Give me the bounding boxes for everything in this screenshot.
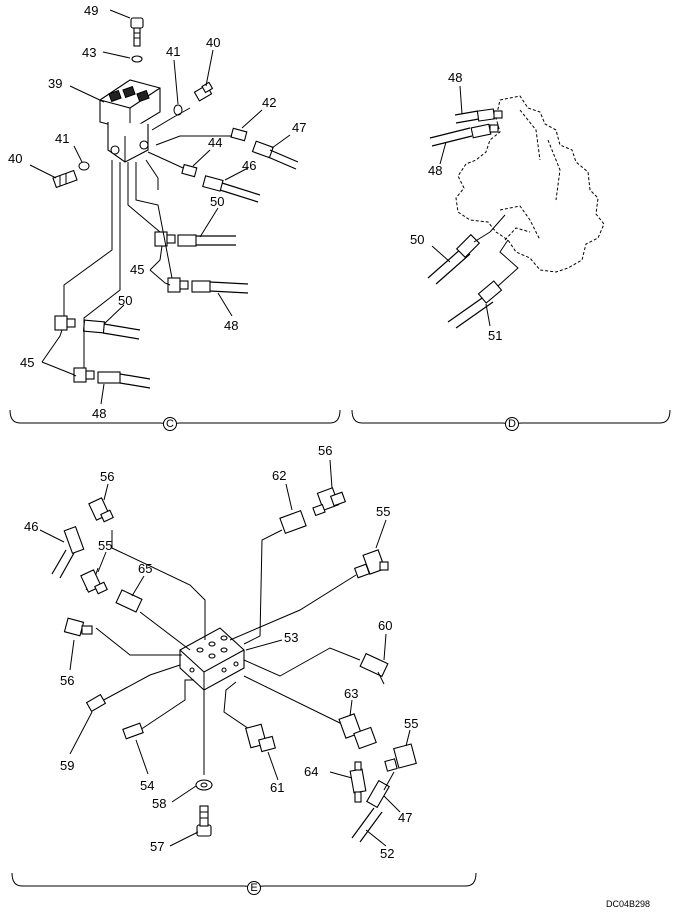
valve-block-39: [99, 79, 161, 163]
callout-50-c-upper: 50: [210, 194, 224, 209]
tee-45-upper: [154, 231, 176, 247]
fitting-64: [349, 761, 367, 803]
hose-48-middle: [191, 280, 249, 294]
hose-50-d: [427, 214, 506, 285]
washer-43: [131, 55, 143, 63]
fitting-59: [85, 693, 107, 713]
pump-outline-dashed: [455, 95, 605, 273]
callout-61: 61: [270, 780, 284, 795]
fitting-42: [230, 127, 248, 142]
hose-51-d: [447, 239, 519, 329]
hose-50-upper: [177, 234, 236, 247]
callout-55-e-left: 55: [98, 538, 112, 553]
hose-48-lower: [97, 371, 151, 389]
callout-45-c-lower: 45: [20, 355, 34, 370]
callout-56-e-top-right: 56: [318, 443, 332, 458]
callout-39: 39: [48, 76, 62, 91]
callout-54: 54: [140, 778, 154, 793]
manifold-block-53: [179, 627, 245, 691]
callout-48-c-middle: 48: [224, 318, 238, 333]
callout-50-c-lower: 50: [118, 293, 132, 308]
callout-40-top: 40: [206, 35, 220, 50]
tee-45-lower-b: [73, 367, 95, 383]
section-d-assembly: 48 48 50 51: [410, 70, 605, 343]
pipe-routing-c: [63, 107, 232, 368]
callout-49: 49: [84, 3, 98, 18]
callout-46-e: 46: [24, 519, 38, 534]
drawing-code: DC04B298: [606, 899, 650, 909]
callout-62: 62: [272, 468, 286, 483]
hose-50-lower: [82, 319, 141, 340]
washer-58: [195, 779, 213, 791]
pipe-routing-e: [85, 529, 361, 775]
leader-lines-c: [29, 9, 291, 405]
callout-55-e-lower-right: 55: [404, 716, 418, 731]
section-e-assembly: 56 62 56 46 55 55 65 53 60 56 63 55 59 5…: [24, 443, 418, 861]
callout-52: 52: [380, 846, 394, 861]
leader-lines-e: [39, 459, 411, 847]
callout-48-d-upper: 48: [448, 70, 462, 85]
callout-59: 59: [60, 758, 74, 773]
o-ring-41-left: [78, 161, 90, 171]
section-c-assembly: 49 43 41 40 39 42 47 41 40 44 46 50 45 4…: [8, 3, 306, 421]
callout-53: 53: [284, 630, 298, 645]
elbow-56-top-right: [312, 487, 347, 517]
callout-41-left: 41: [55, 131, 69, 146]
section-d-brace: D: [351, 409, 671, 431]
elbow-55-lower-right: [384, 743, 417, 772]
callout-47-c: 47: [292, 120, 306, 135]
fitting-60: [359, 652, 389, 685]
callout-43: 43: [82, 45, 96, 60]
hose-46: [202, 175, 261, 203]
hose-47: [251, 140, 299, 170]
callout-42: 42: [262, 95, 276, 110]
callout-47-e: 47: [398, 810, 412, 825]
tee-45-middle: [167, 277, 189, 293]
callout-60: 60: [378, 618, 392, 633]
callout-55-e-right: 55: [376, 504, 390, 519]
bolt-57: [196, 805, 212, 837]
fitting-40-top: [193, 81, 214, 102]
callout-44: 44: [208, 135, 222, 150]
fitting-54: [122, 722, 144, 740]
callout-56-e-top-left: 56: [100, 469, 114, 484]
section-d-label: D: [508, 418, 516, 430]
elbow-61: [245, 723, 276, 753]
callout-45-c-upper: 45: [130, 262, 144, 277]
hose-46-e: [51, 525, 85, 579]
fitting-65: [115, 589, 143, 613]
callout-51-d: 51: [488, 328, 502, 343]
callout-41-top: 41: [166, 44, 180, 59]
callout-58: 58: [152, 796, 166, 811]
callout-48-d-lower: 48: [428, 163, 442, 178]
hose-48-d-upper: [454, 108, 503, 124]
hose-48-d-lower: [429, 123, 499, 147]
fitting-44: [181, 163, 198, 178]
elbow-55-left: [80, 569, 108, 595]
callout-46-c: 46: [242, 158, 256, 173]
tee-45-lower-a: [54, 315, 76, 331]
callout-63: 63: [344, 686, 358, 701]
bolt-49: [130, 17, 144, 47]
elbow-55-right: [353, 549, 389, 579]
callout-40-left: 40: [8, 151, 22, 166]
callout-48-c-lower: 48: [92, 406, 106, 421]
callout-65: 65: [138, 561, 152, 576]
fitting-40-left: [52, 169, 78, 189]
elbow-56-left: [63, 617, 93, 637]
section-c-brace: C: [9, 409, 341, 431]
fitting-62: [279, 510, 307, 534]
section-e-brace: E: [11, 872, 477, 895]
section-e-label: E: [250, 882, 257, 894]
callout-50-d: 50: [410, 232, 424, 247]
callout-56-e-left: 56: [60, 673, 74, 688]
elbow-63: [338, 713, 377, 750]
callout-64: 64: [304, 764, 318, 779]
hose-52-e: [351, 771, 395, 843]
callout-57: 57: [150, 839, 164, 854]
section-c-label: C: [166, 418, 174, 430]
elbow-56-top-left: [88, 497, 114, 523]
